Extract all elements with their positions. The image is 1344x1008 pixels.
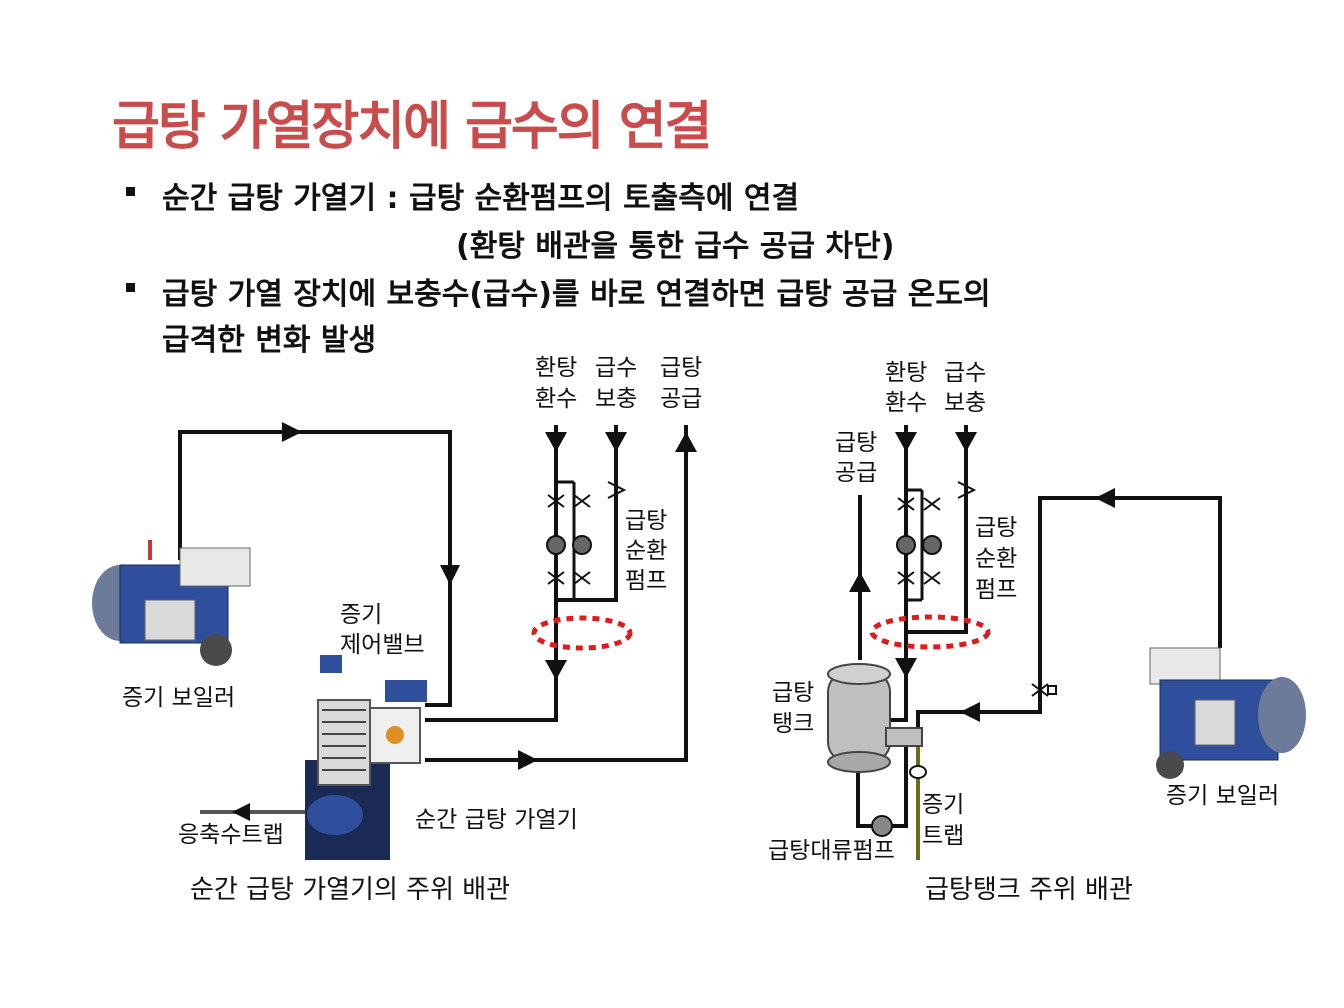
bullet-2: 급탕 가열 장치에 보충수(급수)를 바로 연결하면 급탕 공급 온도의 — [126, 269, 991, 313]
valve-icon — [1031, 683, 1057, 697]
steam-boiler-right — [1149, 647, 1306, 779]
right-label-steam-trap-1: 증기 — [922, 792, 964, 818]
left-label-pump-3: 펌프 — [625, 568, 667, 594]
arrow-supply-up-right — [849, 572, 871, 592]
steam-pipe-right — [916, 496, 1222, 740]
left-label-makeup-bottom: 보충 — [595, 386, 637, 412]
left-label-makeup-top: 급수 — [595, 355, 637, 381]
arrow-steam-left-top — [1095, 488, 1115, 508]
right-label-tank-2: 탱크 — [772, 711, 814, 737]
right-label-tank-1: 급탕 — [772, 680, 814, 706]
right-diagram: 환탕 환수 급수 보충 급탕 공급 급탕 순환 펌프 급탕 탱크 증기 트랩 급… — [768, 360, 1306, 905]
left-label-pump-2: 순환 — [625, 538, 667, 564]
left-label-valve-2: 제어밸브 — [340, 632, 425, 658]
flow-arrow-down — [440, 565, 460, 585]
right-label-conv-pump: 급탕대류펌프 — [768, 838, 895, 864]
highlight-ellipse — [531, 615, 633, 651]
right-label-pump-2: 순환 — [975, 546, 1017, 572]
left-label-supply-top: 급탕 — [660, 355, 702, 381]
left-label-trap: 응축수트랩 — [178, 822, 284, 848]
convection-pump-icon — [871, 815, 893, 837]
bullet-1: 순간 급탕 가열기 : 급탕 순환펌프의 토출측에 연결 — [126, 173, 800, 217]
makeup-pipe — [556, 425, 618, 602]
right-label-makeup-top: 급수 — [944, 360, 986, 386]
valve-icon — [897, 481, 977, 585]
return-pipe — [425, 425, 558, 722]
instant-heater — [305, 655, 427, 860]
hot-water-supply-pipe — [425, 425, 688, 762]
left-label-return-top: 환탕 — [535, 355, 577, 381]
right-label-boiler: 증기 보일러 — [1166, 783, 1279, 809]
left-label-supply-bottom: 공급 — [660, 386, 702, 412]
page-title: 급탕 가열장치에 급수의 연결 — [112, 97, 712, 157]
right-label-return-top: 환탕 — [885, 360, 927, 386]
left-label-valve-1: 증기 — [340, 602, 382, 628]
right-label-supply-bottom: 공급 — [835, 460, 877, 486]
hot-water-tank — [827, 663, 923, 773]
arrow-return-in — [545, 432, 567, 452]
return-pipe-right — [890, 425, 908, 722]
right-caption: 급탕탱크 주위 배관 — [925, 875, 1133, 905]
arrow-to-heater — [545, 660, 567, 680]
steam-supply-pipe — [178, 430, 452, 707]
left-label-return-bottom: 환수 — [535, 386, 577, 412]
left-label-heater: 순간 급탕 가열기 — [415, 807, 578, 833]
right-label-steam-trap-2: 트랩 — [922, 823, 964, 849]
bullet-marker — [126, 187, 135, 196]
right-label-return-bottom: 환수 — [885, 390, 927, 416]
arrow-makeup-in — [605, 432, 627, 452]
bullet-marker — [126, 283, 135, 292]
bullet-2-continuation: 급격한 변화 발생 — [162, 323, 377, 358]
arrow-condensate — [232, 803, 250, 821]
left-diagram: 환탕 환수 급수 보충 급탕 공급 급탕 순환 펌프 증기 제어밸브 증기 보일… — [92, 355, 702, 905]
left-label-boiler: 증기 보일러 — [122, 685, 235, 711]
valve-icon — [547, 481, 627, 585]
arrow-supply-up — [675, 432, 697, 452]
bullet-2-text: 급탕 가열 장치에 보충수(급수)를 바로 연결하면 급탕 공급 온도의 — [162, 277, 991, 312]
right-label-supply-top: 급탕 — [835, 430, 877, 456]
arrow-steam-left-bottom — [960, 702, 980, 722]
pump-icon — [896, 535, 942, 555]
right-label-makeup-bottom: 보충 — [944, 390, 986, 416]
highlight-ellipse — [869, 614, 991, 650]
steam-boiler-left — [92, 540, 251, 666]
right-label-pump-3: 펌프 — [975, 577, 1017, 603]
pump-icon — [546, 535, 592, 555]
arrow-supply-right — [518, 750, 538, 770]
left-caption: 순간 급탕 가열기의 주위 배관 — [190, 875, 510, 905]
right-label-pump-1: 급탕 — [975, 515, 1017, 541]
bullet-1-continuation: (환탕 배관을 통한 급수 공급 차단) — [456, 229, 895, 264]
bullet-1-text: 순간 급탕 가열기 : 급탕 순환펌프의 토출측에 연결 — [162, 181, 800, 216]
left-label-pump-1: 급탕 — [625, 508, 667, 534]
flow-arrow-right — [282, 422, 302, 442]
